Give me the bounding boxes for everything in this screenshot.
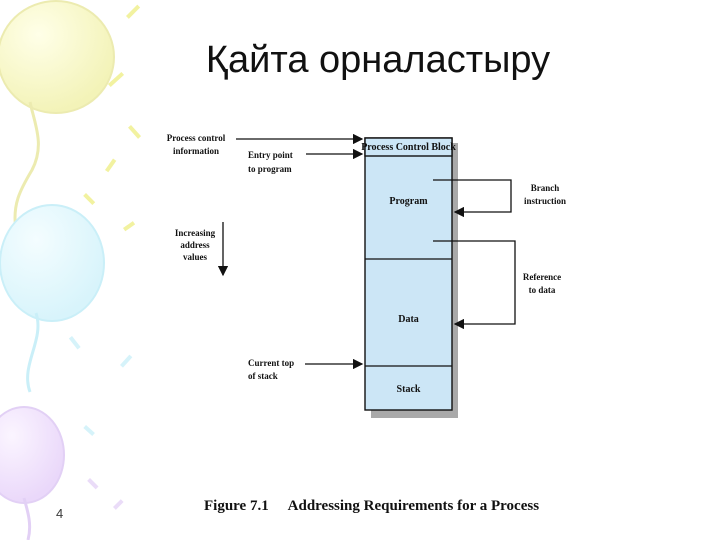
reference-arrow bbox=[433, 240, 516, 330]
balloon-purple-icon bbox=[0, 406, 65, 540]
branch-arrow bbox=[433, 179, 512, 218]
program-section-label: Program bbox=[389, 196, 428, 207]
increasing-line-2: address bbox=[180, 240, 210, 250]
current-top-line-1: Current top bbox=[248, 358, 294, 368]
stack-section-label: Stack bbox=[397, 384, 421, 395]
balloon-blue-icon bbox=[0, 204, 105, 393]
increasing-line-1: Increasing bbox=[175, 228, 216, 238]
confetti-purple-icon bbox=[87, 478, 124, 510]
figure-number: Figure 7.1 bbox=[204, 498, 269, 514]
reference-to-data-label: Reference to data bbox=[433, 240, 561, 330]
pcb-section-label: Process Control Block bbox=[361, 142, 456, 153]
confetti-icon bbox=[83, 4, 142, 232]
confetti-blue-icon bbox=[68, 336, 133, 437]
data-section-label: Data bbox=[398, 314, 419, 325]
process-control-line-1: Process control bbox=[167, 133, 226, 143]
process-image-block: Process Control Block Program Data Stack bbox=[361, 137, 456, 411]
entry-point-line-1: Entry point bbox=[248, 150, 293, 160]
increasing-line-3: values bbox=[183, 252, 208, 262]
increasing-address-label: Increasing address values bbox=[175, 222, 229, 277]
process-control-information-label: Process control information bbox=[167, 133, 364, 156]
reference-line-2: to data bbox=[529, 285, 556, 295]
branch-instruction-label: Branch instruction bbox=[433, 179, 566, 218]
figure-caption-text: Addressing Requirements for a Process bbox=[287, 498, 540, 514]
reference-line-1: Reference bbox=[523, 272, 561, 282]
current-top-stack-label: Current top of stack bbox=[248, 358, 364, 381]
branch-line-2: instruction bbox=[524, 196, 566, 206]
branch-line-1: Branch bbox=[531, 183, 560, 193]
slide-title: Қайта орналастыру bbox=[205, 39, 551, 81]
current-top-line-2: of stack bbox=[248, 371, 278, 381]
entry-point-line-2: to program bbox=[248, 164, 292, 174]
entry-point-label: Entry point to program bbox=[248, 148, 364, 174]
balloon-yellow-icon bbox=[0, 0, 115, 231]
page-number: 4 bbox=[56, 506, 64, 521]
figure-caption: Figure 7.1 Addressing Requirements for a… bbox=[204, 498, 539, 515]
process-control-line-2: information bbox=[173, 146, 219, 156]
